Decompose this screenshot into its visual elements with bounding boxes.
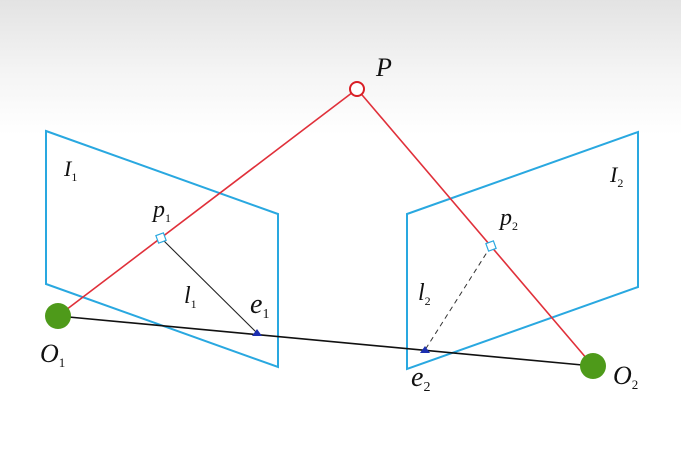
epipolar-line-1	[160, 237, 258, 334]
camera-center-o2	[580, 353, 606, 379]
baseline	[57, 315, 594, 367]
ray-o2-to-p	[356, 88, 594, 367]
epipole-e1-label: e1	[250, 289, 269, 322]
image-plane-2-label: I2	[609, 162, 623, 190]
epipolar-line-2	[424, 245, 492, 351]
epipole-e2-label: e2	[411, 362, 430, 395]
camera-center-o1-label: O1	[40, 339, 65, 370]
projection-p2-label: p2	[498, 205, 518, 233]
epipolar-line-1-label: l1	[184, 283, 197, 311]
point-p-label: P	[375, 53, 392, 82]
image-plane-1	[45, 129, 279, 369]
camera-center-o2-label: O2	[613, 361, 638, 392]
image-plane-2	[406, 130, 639, 371]
camera-center-o1	[45, 303, 71, 329]
projection-p1-label: p1	[151, 197, 171, 225]
projection-p1-marker	[155, 232, 167, 244]
projection-p2-marker	[485, 240, 497, 252]
epipole-e2-marker	[420, 346, 430, 353]
ray-o1-to-p	[57, 88, 358, 317]
epipole-e1-marker	[252, 329, 262, 336]
epipolar-line-2-label: l2	[418, 280, 431, 308]
point-p-marker	[349, 81, 365, 97]
image-plane-1-label: I1	[63, 156, 77, 184]
